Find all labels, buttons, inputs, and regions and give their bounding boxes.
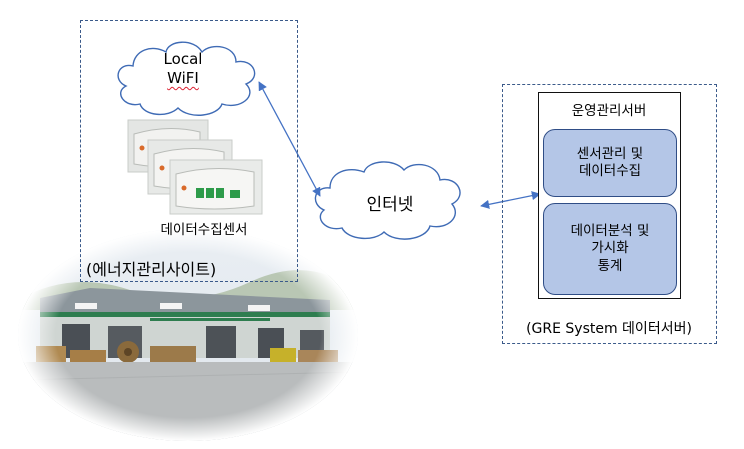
module1-line2: 데이터수집 <box>578 163 642 179</box>
sensor-device-icon <box>169 159 263 215</box>
operations-server: 운영관리서버 센서관리 및 데이터수집 데이터분석 및 가시화 통계 <box>538 92 681 299</box>
data-analysis-module: 데이터분석 및 가시화 통계 <box>543 203 677 295</box>
double-arrow-icon <box>258 81 321 197</box>
site-label: (에너지관리사이트) <box>86 260 217 279</box>
energy-site-group <box>80 20 298 282</box>
sensor-label: 데이터수집센서 <box>160 222 248 238</box>
module2-line3: 통계 <box>597 257 623 274</box>
module2-line2: 가시화 <box>591 240 629 257</box>
internet-label: 인터넷 <box>366 195 414 215</box>
data-server-group <box>502 84 717 344</box>
sensor-management-module: 센서관리 및 데이터수집 <box>543 129 677 197</box>
cloud-icon <box>117 41 256 116</box>
double-arrow-icon <box>480 191 541 209</box>
module2-line1: 데이터분석 및 <box>570 223 650 240</box>
local-wifi-line1: Local <box>163 50 203 68</box>
server-title: 운영관리서버 <box>571 103 647 119</box>
module1-line1: 센서관리 및 <box>576 145 644 162</box>
local-wifi-label: Local WiFI <box>148 50 218 88</box>
cloud-icon <box>314 161 461 240</box>
local-wifi-line2: WiFI <box>167 68 199 87</box>
data-server-label: (GRE System 데이터서버) <box>526 321 692 337</box>
